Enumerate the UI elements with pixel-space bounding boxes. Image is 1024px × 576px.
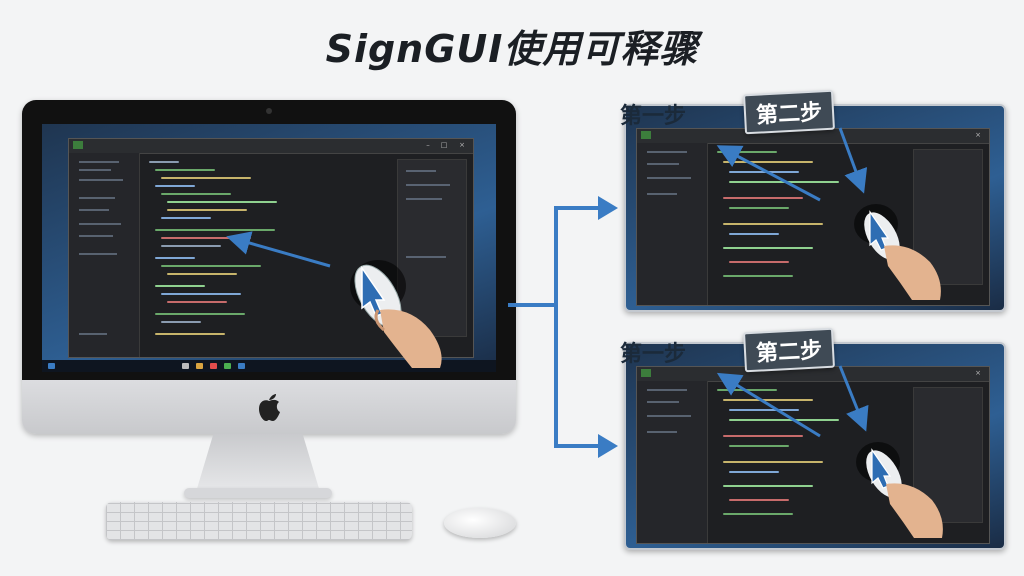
taskbar	[42, 360, 496, 372]
mouse-device	[444, 508, 516, 538]
page-title: SignGUI使用可释骤	[325, 27, 699, 71]
code-editor-window: ×	[636, 366, 990, 544]
file-explorer-sidebar	[637, 381, 708, 543]
window-title-bar: – □ ×	[69, 139, 473, 154]
camera-icon	[266, 108, 272, 114]
taskbar-app-icon[interactable]	[210, 363, 217, 369]
taskbar-app-icon[interactable]	[182, 363, 189, 369]
taskbar-app-icon[interactable]	[196, 363, 203, 369]
taskbar-app-icon[interactable]	[238, 363, 245, 369]
close-icon[interactable]: ×	[975, 369, 981, 377]
step-two-label: 第二步	[743, 327, 836, 373]
imac-chin	[22, 380, 516, 434]
file-explorer-sidebar	[637, 143, 708, 305]
right-panel	[913, 387, 983, 523]
code-area[interactable]	[143, 157, 393, 351]
right-panel	[913, 149, 983, 285]
window-title-bar: ×	[637, 129, 989, 144]
maximize-icon[interactable]: □	[440, 141, 448, 149]
code-area[interactable]	[711, 385, 909, 537]
app-icon	[641, 131, 651, 139]
close-icon[interactable]: ×	[459, 141, 465, 149]
start-icon[interactable]	[48, 363, 55, 369]
keyboard	[106, 502, 412, 540]
app-icon	[641, 369, 651, 377]
code-editor-window: – □ ×	[68, 138, 474, 358]
step-one-label: 第一步	[620, 104, 687, 129]
right-panel	[397, 159, 467, 337]
app-icon	[73, 141, 83, 149]
minimize-icon[interactable]: –	[426, 141, 430, 149]
code-area[interactable]	[711, 147, 909, 299]
step-screenshot-bottom: ×	[624, 342, 1006, 550]
taskbar-app-icon[interactable]	[224, 363, 231, 369]
apple-icon	[259, 394, 280, 421]
main-screen: – □ ×	[42, 124, 496, 372]
step-one-label: 第一步	[620, 342, 687, 367]
step-two-label: 第二步	[743, 89, 836, 135]
window-title-bar: ×	[637, 367, 989, 382]
code-editor-window: ×	[636, 128, 990, 306]
imac-stand-base	[184, 488, 332, 498]
file-explorer-sidebar	[69, 153, 140, 357]
step-screenshot-top: ×	[624, 104, 1006, 312]
close-icon[interactable]: ×	[975, 131, 981, 139]
flow-arrow-icon	[508, 196, 618, 458]
imac-stand	[196, 434, 320, 492]
